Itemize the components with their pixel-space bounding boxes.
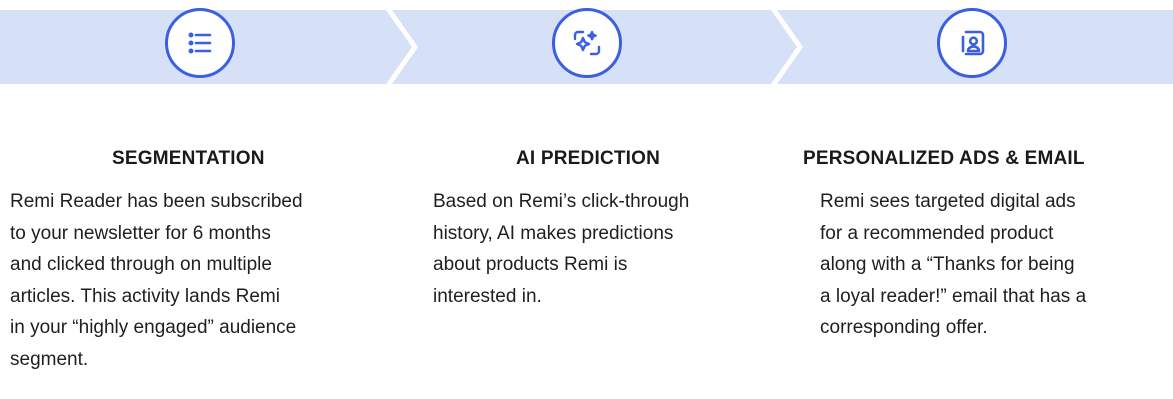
step-title-personalized-ads-email: PERSONALIZED ADS & EMAIL bbox=[803, 148, 1085, 169]
step-description-ai-prediction: Based on Remi’s click-through history, A… bbox=[433, 186, 689, 312]
description-line: along with a “Thanks for being bbox=[820, 254, 1075, 275]
description-line: to your newsletter for 6 months bbox=[10, 222, 271, 244]
description-line: and clicked through on multiple bbox=[10, 254, 272, 275]
description-line: for a recommended product bbox=[820, 222, 1054, 244]
description-line: history, AI makes predictions bbox=[433, 222, 674, 244]
description-line: about products Remi is bbox=[433, 254, 628, 275]
step-title-ai-prediction: AI PREDICTION bbox=[516, 148, 661, 169]
description-line: interested in. bbox=[433, 285, 542, 307]
contact-card-icon bbox=[937, 8, 1007, 78]
step-description-segmentation: Remi Reader has been subscribed to your … bbox=[10, 186, 303, 375]
description-line: Remi Reader has been subscribed bbox=[10, 191, 303, 212]
description-line: corresponding offer. bbox=[820, 317, 988, 338]
process-band bbox=[0, 10, 1173, 84]
description-line: articles. This activity lands Remi bbox=[10, 285, 280, 307]
description-line: segment. bbox=[10, 348, 89, 370]
ai-sparkle-icon bbox=[552, 8, 622, 78]
description-line: Remi sees targeted digital ads bbox=[820, 191, 1076, 212]
list-icon bbox=[165, 8, 235, 78]
description-line: in your “highly engaged” audience bbox=[10, 317, 297, 338]
description-line: Based on Remi’s click-through bbox=[433, 191, 690, 212]
step-description-personalized-ads-email: Remi sees targeted digital ads for a rec… bbox=[820, 186, 1086, 344]
step-title-segmentation: SEGMENTATION bbox=[112, 148, 265, 169]
description-line: a loyal reader!” email that has a bbox=[820, 285, 1087, 307]
